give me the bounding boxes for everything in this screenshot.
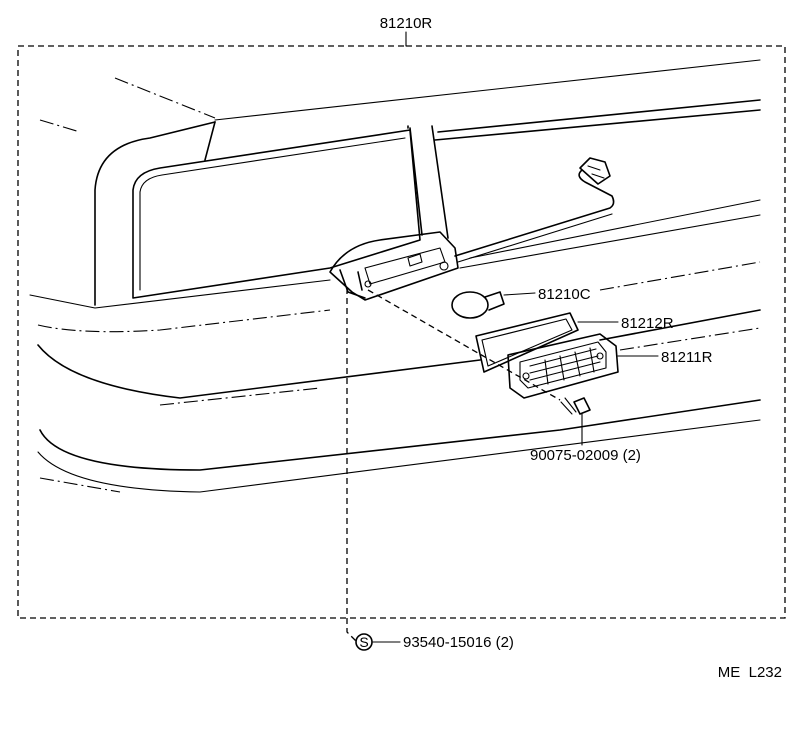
vehicle-body (29, 59, 761, 493)
housing-flange (339, 269, 366, 299)
roof-top-line (214, 59, 761, 121)
body-belt-line (29, 199, 761, 309)
bulb-callout: 81210C (538, 286, 591, 303)
wire-harness (454, 157, 615, 263)
screw-shank (560, 397, 577, 415)
lens-callout: 81211R (661, 349, 713, 366)
lens-inner (519, 341, 607, 389)
lamp-housing (329, 231, 459, 301)
lens-screw-hole-right (596, 352, 604, 360)
lens-screw-hole-left (522, 372, 530, 380)
bulb-base (484, 291, 505, 311)
assembly-boundary (17, 45, 786, 619)
body-belt-line-lower (459, 214, 761, 269)
rear-window-inner (139, 137, 406, 291)
bulb-leader (503, 292, 536, 296)
screw: 90075-02009 (2) (530, 397, 641, 464)
gasket-outer (475, 312, 579, 373)
gasket: 81212R (475, 312, 674, 373)
side-window-outline (434, 99, 761, 141)
bulb-glass (451, 291, 489, 319)
lens-grid (529, 347, 601, 385)
body-pillar (409, 125, 449, 239)
housing-socket (407, 253, 423, 267)
lens: 81211R (507, 333, 713, 399)
housing-body (329, 231, 459, 301)
bumper-upper-edge (37, 309, 761, 399)
stud-callout: 93540-15016 (2) (403, 634, 514, 651)
bumper-lower-edge (39, 399, 761, 471)
roof-pillar-top (204, 121, 409, 161)
bumper-bottom-phantom (39, 477, 121, 493)
harness-connector-detail (587, 165, 605, 179)
screw-head (573, 397, 591, 415)
roof-phantom-left (39, 119, 81, 133)
assembly-part-number: 81210R (380, 15, 433, 32)
lens-outer (507, 333, 619, 399)
roof-phantom-line (114, 77, 216, 119)
stud-callout-group: S 93540-15016 (2) (355, 633, 514, 651)
rear-window-outline (132, 129, 421, 299)
body-character-line (37, 261, 761, 333)
bumper-lower-inner (37, 419, 761, 493)
housing-bolt-left (364, 280, 372, 288)
harness-wire-inner (457, 213, 613, 263)
harness-connector (579, 157, 611, 185)
bumper-phantom-line (159, 327, 761, 406)
harness-wire (454, 169, 615, 257)
screw-callout: 90075-02009 (2) (530, 447, 641, 464)
roof-rear-edge (94, 121, 216, 306)
figure-code: ME L232 (718, 664, 782, 681)
screw-install-path (367, 289, 561, 401)
housing-bolt (439, 261, 449, 271)
bulb: 81210C (451, 286, 591, 319)
gasket-callout: 81212R (621, 315, 674, 332)
stud-install-path (346, 288, 357, 642)
stud-symbol: S (359, 634, 368, 650)
stud-symbol-circle (355, 633, 373, 651)
